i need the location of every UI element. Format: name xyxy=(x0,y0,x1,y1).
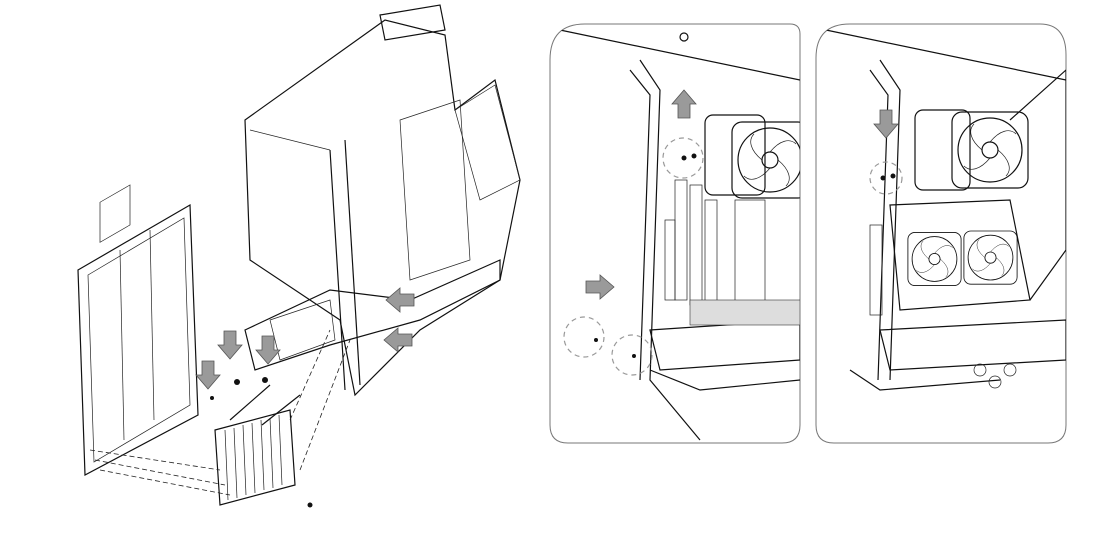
arrow-left-icon xyxy=(385,287,415,313)
step-panel-install xyxy=(815,23,1067,444)
guide-lines xyxy=(89,329,351,496)
highlight-circle xyxy=(611,334,653,376)
step-panel-remove xyxy=(549,23,801,444)
highlight-circle xyxy=(662,137,704,179)
highlight-circle xyxy=(563,316,605,358)
side-panel xyxy=(77,184,199,476)
screws xyxy=(210,377,313,508)
arrow-down-icon xyxy=(195,360,221,390)
pci-bracket xyxy=(214,384,301,506)
arrow-left-icon xyxy=(383,327,413,353)
arrow-down-icon xyxy=(255,335,281,365)
arrow-down-icon xyxy=(217,330,243,360)
exploded-case-view xyxy=(77,4,521,508)
case-frame xyxy=(244,4,521,397)
highlight-circle xyxy=(869,161,903,195)
